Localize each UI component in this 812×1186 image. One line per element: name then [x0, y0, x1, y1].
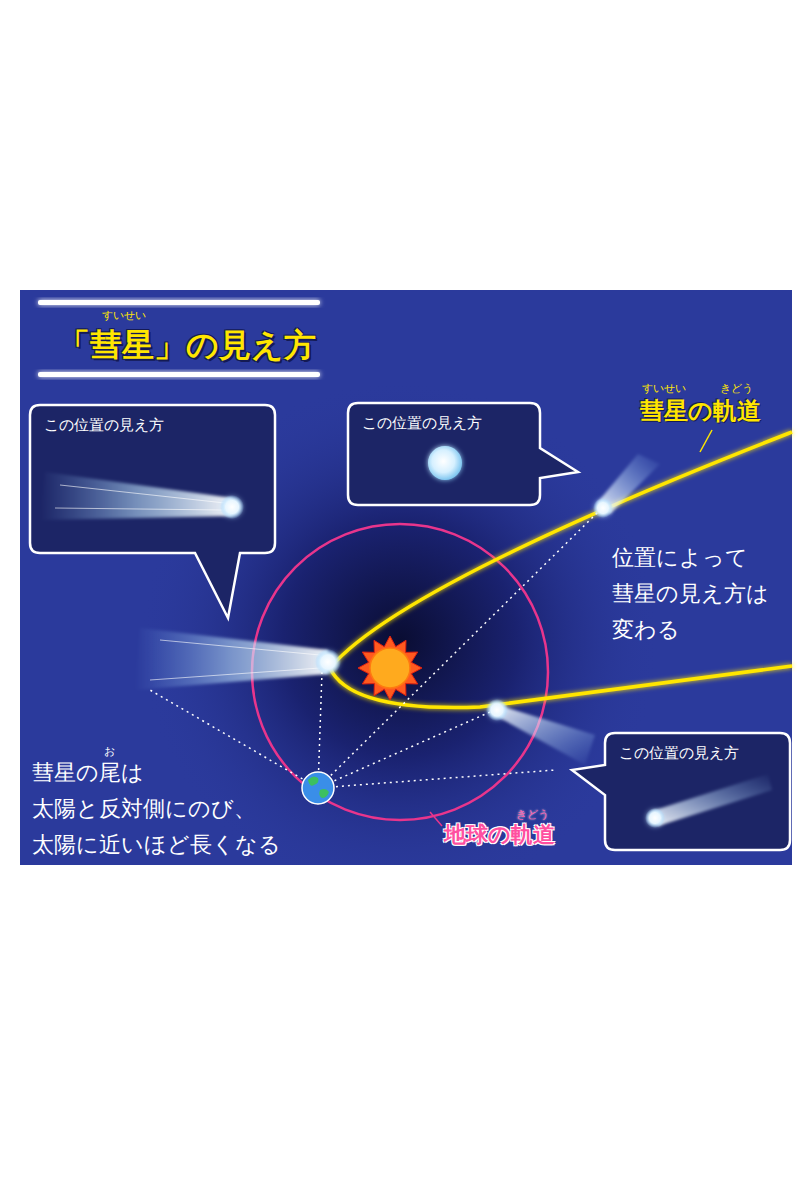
callout-text: この位置の見え方: [619, 743, 776, 764]
ruby: きどう: [516, 809, 549, 821]
callout-box: この位置の見え方: [348, 403, 540, 505]
panel-ground: [20, 290, 792, 865]
callout-box: この位置の見え方: [30, 405, 275, 553]
dark-glow: [20, 290, 792, 865]
title-bar: [38, 372, 320, 377]
comet-view: [645, 774, 772, 828]
callout-bubble: [572, 733, 790, 850]
ruby: すいせい: [102, 310, 146, 322]
ruby: お: [104, 746, 115, 758]
callout-text: この位置の見え方: [44, 415, 261, 436]
callout-bubble: [348, 403, 578, 505]
leader-line: [430, 812, 442, 826]
callout-box: この位置の見え方: [605, 733, 790, 850]
comet: [135, 628, 341, 690]
sun: [358, 636, 422, 700]
ruby: きどう: [720, 383, 753, 395]
orbit-label: 彗星の軌道: [640, 397, 761, 426]
orbit-label: 地球の軌道: [444, 822, 555, 848]
title-bar: [38, 300, 320, 305]
comet-view: [40, 472, 244, 520]
callout-text: この位置の見え方: [362, 413, 526, 434]
callout-bubble: [30, 405, 275, 618]
comet: [486, 699, 595, 765]
comet-view: [428, 446, 462, 480]
note: 位置によって 彗星の見え方は 変わる: [612, 540, 768, 648]
title: 「彗星」の見え方: [58, 326, 316, 364]
comet-orbit: [330, 432, 792, 708]
earth: [302, 772, 334, 804]
comet: [593, 454, 660, 518]
ruby: すいせい: [642, 383, 686, 395]
note: 彗星の尾は 太陽と反対側にのび、 太陽に近いほど長くなる: [32, 755, 283, 863]
leader-line: [700, 430, 712, 452]
